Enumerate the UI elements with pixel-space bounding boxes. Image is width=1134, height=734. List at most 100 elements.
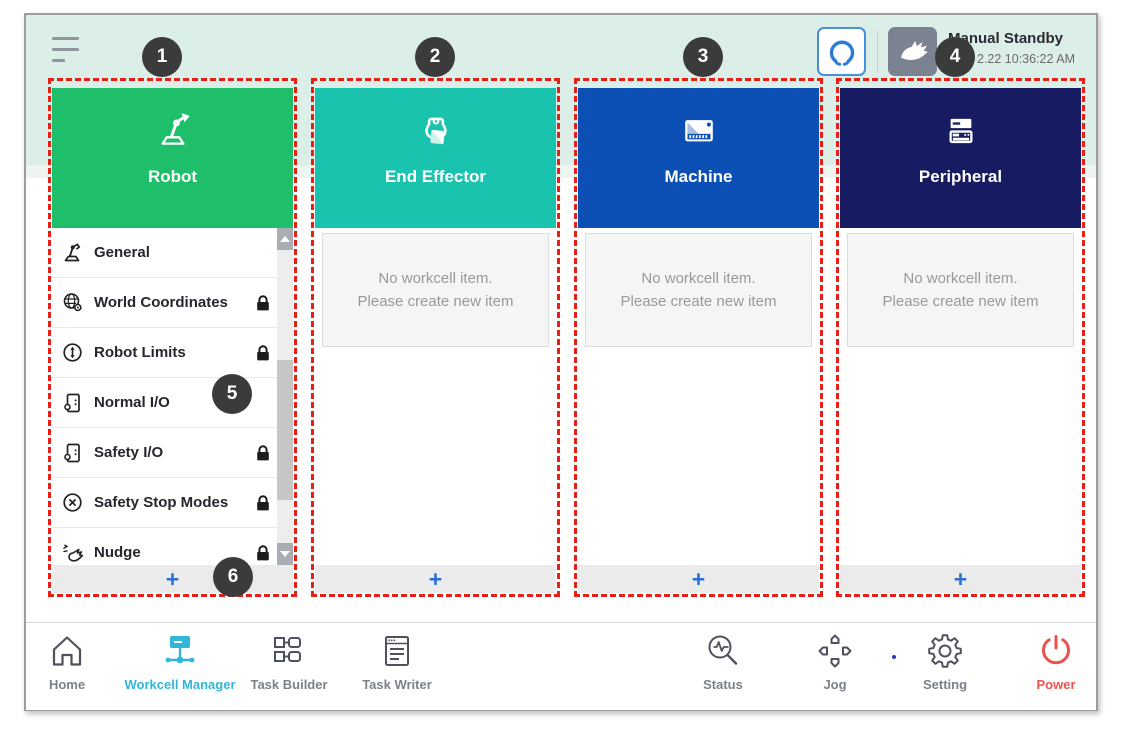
nav-status[interactable]: Status [661,631,785,692]
nav-workcell-manager[interactable]: Workcell Manager [118,631,242,692]
list-item-label: General [94,244,150,261]
list-item-general[interactable]: General [52,228,277,278]
list-item-label: World Coordinates [94,294,228,311]
machine-category-tile[interactable]: Machine [578,88,819,228]
robot-arm-icon [161,113,190,145]
robot-limits-icon [63,342,82,362]
io-panel-icon [64,393,80,412]
list-item-label: Normal I/O [94,394,170,411]
scrollbar-thumb[interactable] [277,360,293,500]
jog-indicator-dot [892,655,896,659]
list-item-safety-stop-modes[interactable]: Safety Stop Modes [52,478,277,528]
robot-state-area: Manual Standby [948,30,1108,47]
nav-jog[interactable]: Jog [773,631,897,692]
machine-item-list: No workcell item. Please create new item [578,228,819,565]
nav-power[interactable]: Power [994,631,1118,692]
plus-icon: + [691,566,706,592]
annotation-badge-1: 1 [142,37,182,77]
column-title: Machine [664,167,733,186]
empty-state-line1: No workcell item. [378,270,493,287]
empty-state-line1: No workcell item. [903,270,1018,287]
list-item-label: Nudge [94,544,141,561]
world-coordinates-icon [63,292,82,311]
nav-setting[interactable]: Setting [883,631,1007,692]
status-icon [708,635,738,665]
empty-state-box: No workcell item. Please create new item [585,233,812,347]
gripper-tool-button[interactable] [817,27,866,76]
lock-icon [257,544,269,560]
list-item-world-coordinates[interactable]: World Coordinates [52,278,277,328]
triangle-down-icon [280,551,290,557]
annotation-badge-6: 6 [213,557,253,597]
nav-label: Workcell Manager [124,677,236,692]
add-end-effector-item-button[interactable]: + [315,565,556,593]
io-panel-icon [64,443,80,462]
lock-icon [257,344,269,360]
teach-pendant-window: Manual Standby 2.22 10:36:22 AM Robot [24,13,1098,711]
jog-icon [818,634,852,668]
home-icon [52,636,82,666]
task-builder-icon [274,637,301,662]
robot-arm-icon [64,242,81,261]
empty-state-box: No workcell item. Please create new item [847,233,1074,347]
column-end-effector: End Effector No workcell item. Please cr… [315,88,556,593]
add-robot-item-button[interactable]: + [52,565,293,593]
hand-teach-icon [900,41,928,60]
lock-icon [257,294,269,310]
plus-icon: + [953,566,968,592]
list-item-safety-io[interactable]: Safety I/O [52,428,277,478]
nav-task-writer[interactable]: Task Writer [335,631,459,692]
scroll-down-button[interactable] [277,543,293,565]
list-item-robot-limits[interactable]: Robot Limits [52,328,277,378]
column-title: Peripheral [918,167,1003,186]
nudge-hand-icon [63,544,84,562]
add-machine-item-button[interactable]: + [578,565,819,593]
column-machine: Machine No workcell item. Please create … [578,88,819,593]
robot-item-list: General World Coordinates [52,228,293,565]
empty-state-line2: Please create new item [620,293,777,310]
peripheral-category-tile[interactable]: Peripheral [840,88,1081,228]
peripheral-item-list: No workcell item. Please create new item [840,228,1081,565]
bottom-navigation-bar: Home Workcell Manager Task Builder [26,622,1096,710]
nav-label: Task Writer [362,677,432,692]
nav-label: Setting [922,677,968,692]
list-item-label: Robot Limits [94,344,186,361]
nav-task-builder[interactable]: Task Builder [227,631,351,692]
nav-label: Power [1036,677,1076,692]
plus-icon: + [165,566,180,592]
triangle-up-icon [280,236,290,242]
add-peripheral-item-button[interactable]: + [840,565,1081,593]
power-icon [1042,635,1070,665]
main-menu-button[interactable] [52,35,80,62]
lock-icon [257,444,269,460]
robot-mode-label: Manual Standby [948,30,1064,47]
gripper-icon [829,40,854,66]
nav-home[interactable]: Home [5,631,129,692]
task-writer-icon [385,636,409,666]
nav-label: Jog [823,677,847,692]
hand-guiding-button[interactable] [888,27,937,76]
column-title: End Effector [384,167,487,186]
scroll-up-button[interactable] [277,228,293,250]
nav-label: Status [703,677,743,692]
robot-category-tile[interactable]: Robot [52,88,293,228]
stop-circle-icon [63,492,82,512]
hamburger-icon [52,37,79,40]
end-effector-item-list: No workcell item. Please create new item [315,228,556,565]
top-background-band-edge [26,165,1096,178]
topbar-divider [877,31,878,73]
machine-icon [684,120,713,142]
workcell-manager-icon [165,636,195,664]
plus-icon: + [428,566,443,592]
scrollbar[interactable] [277,228,293,565]
annotation-badge-3: 3 [683,37,723,77]
annotation-badge-4: 4 [935,37,975,77]
end-effector-category-tile[interactable]: End Effector [315,88,556,228]
lock-icon [257,494,269,510]
annotation-badge-2: 2 [415,37,455,77]
list-item-nudge[interactable]: Nudge [52,528,277,565]
list-item-label: Safety I/O [94,444,164,461]
empty-state-line1: No workcell item. [641,270,756,287]
peripheral-icon [949,118,972,144]
